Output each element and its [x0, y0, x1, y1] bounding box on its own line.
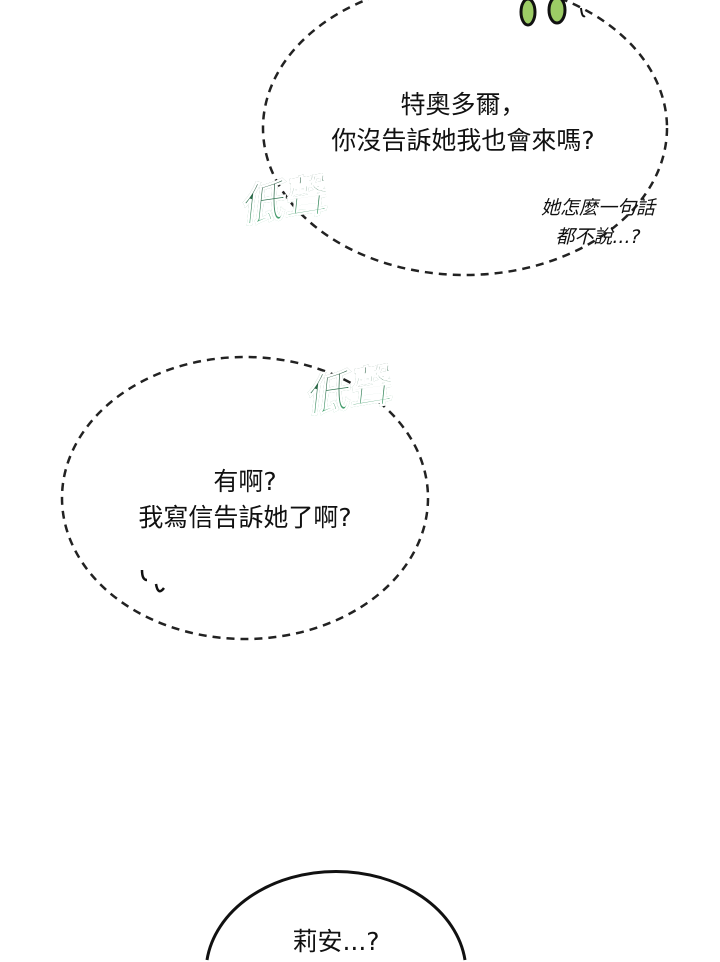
whisper-bubble-1	[261, 0, 669, 277]
dialogue-text-2: 有啊? 我寫信告訴她了啊?	[138, 464, 351, 536]
sfx-whisper-2: 低聲	[299, 349, 395, 425]
dialogue-line: 你沒告訴她我也會來嗎?	[331, 126, 595, 155]
sweat-mark-icon	[580, 7, 586, 18]
dialogue-line: 莉安...?	[292, 927, 380, 956]
aside-line: 都不說...?	[555, 226, 641, 248]
dialogue-line: 有啊?	[213, 467, 277, 496]
sweat-mark-icon	[140, 569, 165, 593]
speech-bubble-3	[205, 870, 467, 961]
aside-line: 她怎麼一句話	[540, 197, 656, 219]
green-blob-icon	[519, 0, 567, 27]
whisper-bubble-2	[60, 355, 430, 641]
dialogue-text-1: 特奧多爾， 你沒告訴她我也會來嗎?	[331, 87, 594, 159]
dialogue-line: 特奧多爾，	[400, 90, 526, 119]
aside-text: 她怎麼一句話 都不說...?	[541, 194, 655, 252]
sfx-whisper-1: 低聲	[234, 159, 330, 235]
dialogue-line: 我寫信告訴她了啊?	[138, 503, 352, 532]
dialogue-text-3: 莉安...?	[292, 927, 379, 957]
